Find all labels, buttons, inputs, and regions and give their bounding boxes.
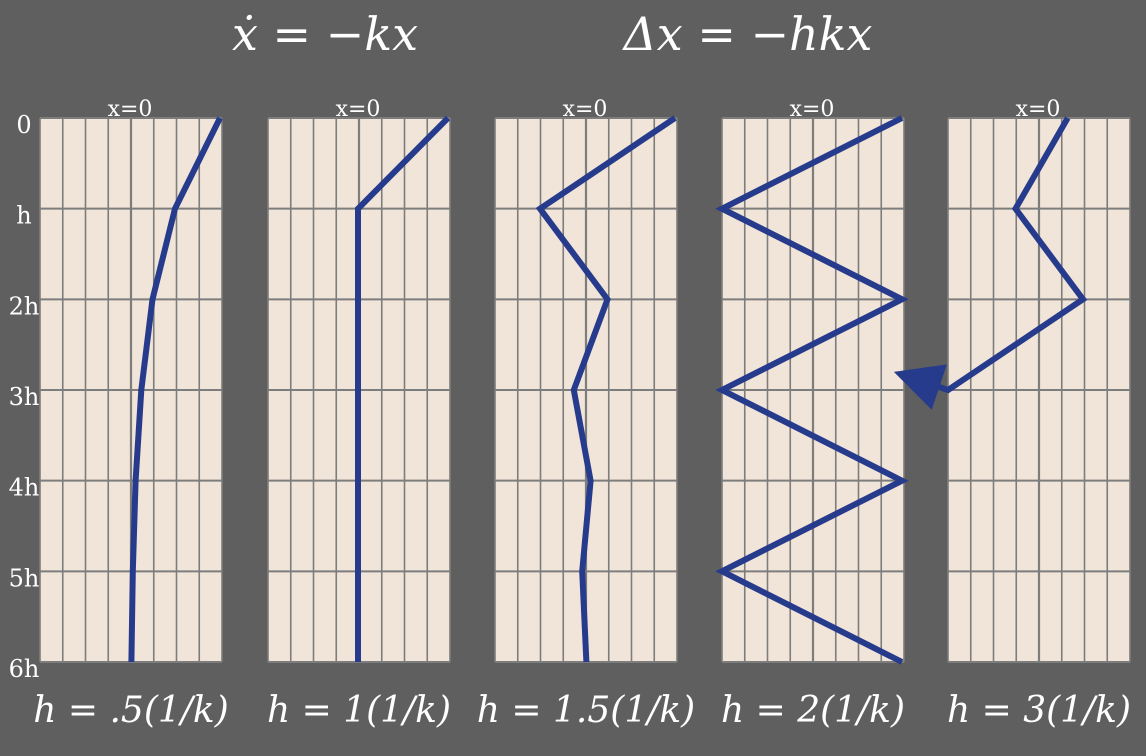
solution-curve (128, 116, 223, 663)
panel-4: x=0 h = 2(1/k) (715, 97, 909, 731)
y-axis-label: 5h (9, 564, 40, 592)
y-axis-labels: 0 h 2h 3h 4h 5h 6h (9, 111, 40, 683)
zero-label: x=0 (1016, 97, 1061, 122)
y-axis-label: 0 (16, 111, 31, 139)
solution-curve (535, 115, 677, 663)
equation-continuous: ẋ = −kx (232, 7, 418, 61)
panel-1: x=0 h = .5(1/k) (33, 97, 229, 731)
y-axis-label: 2h (9, 292, 40, 320)
y-axis-label: 6h (9, 655, 40, 683)
panel-caption: h = 1.5(1/k) (477, 690, 695, 731)
panel-caption: h = 3(1/k) (947, 690, 1131, 731)
panel-caption: h = 2(1/k) (721, 690, 905, 731)
zero-label: x=0 (790, 97, 835, 122)
y-axis-label: 3h (9, 383, 40, 411)
panel-5: x=0 h = 3(1/k) (893, 97, 1131, 731)
panel-2: x=0 h = 1(1/k) (267, 97, 451, 731)
solution-curve (355, 115, 451, 662)
zero-label: x=0 (336, 97, 381, 122)
panels: x=0 h = .5(1/k) x=0 h = 1(1/k) x=0 h = 1.5(1/… (33, 97, 1131, 731)
panel-caption: h = .5(1/k) (33, 690, 229, 731)
y-axis-label: 4h (9, 474, 40, 502)
solution-curve (715, 115, 909, 665)
equation-discrete: Δx = −hkx (622, 7, 873, 61)
panel-caption: h = 1(1/k) (267, 690, 451, 731)
solution-curve (893, 116, 1088, 410)
y-axis-label: h (16, 202, 31, 230)
panel-3: x=0 h = 1.5(1/k) (477, 97, 695, 731)
zero-label: x=0 (563, 97, 608, 122)
zero-label: x=0 (108, 97, 153, 122)
